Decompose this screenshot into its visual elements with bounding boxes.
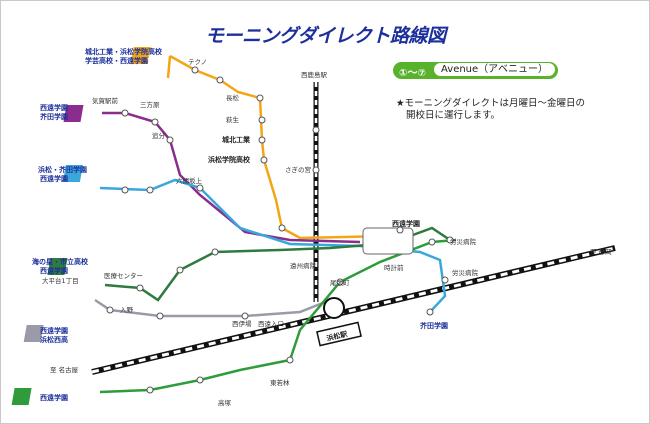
stop-label: 東若林 (270, 378, 290, 387)
route-6-name-2: 芥田学園 (40, 112, 68, 121)
stop-label: 西遠入口 (258, 319, 284, 328)
route-2-line (104, 226, 451, 302)
route-7-name-2: 浜松西高 (40, 335, 68, 344)
stop-label: 時計前 (384, 263, 404, 272)
legend-route-name: Avenue（アベニュー） (434, 63, 555, 76)
svg-text:3: 3 (99, 167, 107, 181)
svg-text:1: 1 (87, 390, 95, 404)
hamamatsu-station: 浜松駅 (316, 321, 362, 347)
seien-school-block (362, 227, 414, 255)
route-5-line (169, 54, 401, 240)
stop-label: 城北工業 (222, 135, 251, 144)
route-badge-5: 5 (130, 47, 155, 64)
stop-label: 六間坂上 (176, 176, 203, 185)
svg-text:5: 5 (147, 49, 155, 63)
station-to-shizuoka: 至 静岡 (590, 247, 612, 256)
route-badge-1: 1 (11, 388, 95, 405)
stop-label: 労災病院 (452, 268, 479, 277)
stop-label: テクノ (188, 58, 207, 66)
route-2-name-2: 西遠学園 (40, 266, 68, 275)
route-1-name: 西遠学園 (40, 393, 68, 402)
route-2-name: 海の星・市立高校 (32, 257, 89, 266)
route-5-name: 城北工業・浜松学院高校 (85, 47, 163, 56)
route-6-line (102, 111, 361, 244)
stop-label: さぎの宮 (285, 165, 311, 174)
stop-label: 芥田学園 (420, 321, 448, 330)
stop-label: 医療センター (104, 271, 143, 280)
stop-label: 気賀駅前 (92, 96, 119, 105)
route-3-name-2: 西遠学園 (40, 174, 68, 183)
route-3-name: 浜松・芥田学園 (38, 165, 87, 174)
stop-label: 三方原 (140, 100, 160, 109)
jr-line (91, 245, 616, 375)
svg-text:2: 2 (100, 260, 108, 274)
svg-text:6: 6 (89, 107, 97, 121)
map-title: モーニングダイレクト路線図 (205, 25, 446, 47)
stop-label: 遠州病院 (290, 261, 317, 270)
route-5-name-2: 学芸高校・西遠学園 (85, 56, 148, 65)
stop-label: 追分 (152, 131, 166, 140)
route-6-name: 西遠学園 (40, 103, 68, 112)
stop-label: 西伊場 (232, 319, 252, 328)
route-badge-7: 7 (23, 325, 97, 342)
route-7-name: 西遠学園 (40, 326, 68, 335)
stop-dots (106, 66, 454, 394)
stop-label: 労災病院 (450, 237, 477, 246)
stop-label: 西遠学園 (392, 219, 420, 228)
stop-label: 萩生 (226, 115, 240, 124)
stop-label: 入野 (120, 306, 134, 314)
station-to-nagoya: 至 名古屋 (50, 365, 79, 374)
route-badge-2: 2 (47, 258, 108, 275)
route-5-branch (166, 55, 172, 79)
stop-label: 尾張町 (330, 279, 350, 287)
service-note-line1: ★モーニングダイレクトは月曜日〜金曜日の (396, 98, 586, 109)
stop-label: 長松 (226, 93, 240, 102)
hamamatsu-hub (323, 297, 345, 319)
legend-route-range: ①〜⑦ (399, 68, 426, 79)
station-nishi-kashima: 西鹿島駅 (301, 70, 328, 79)
stop-label: 浜松学院高校 (208, 155, 251, 164)
route-badge-6: 6 (63, 105, 97, 122)
route-3-line (99, 178, 447, 313)
station-odaira: 大平台1丁目 (42, 276, 79, 285)
svg-text:7: 7 (88, 327, 97, 341)
route-badge-3: 3 (62, 165, 107, 182)
service-note-line2: 開校日に運行します。 (406, 110, 501, 121)
stop-label: 高塚 (218, 398, 232, 407)
